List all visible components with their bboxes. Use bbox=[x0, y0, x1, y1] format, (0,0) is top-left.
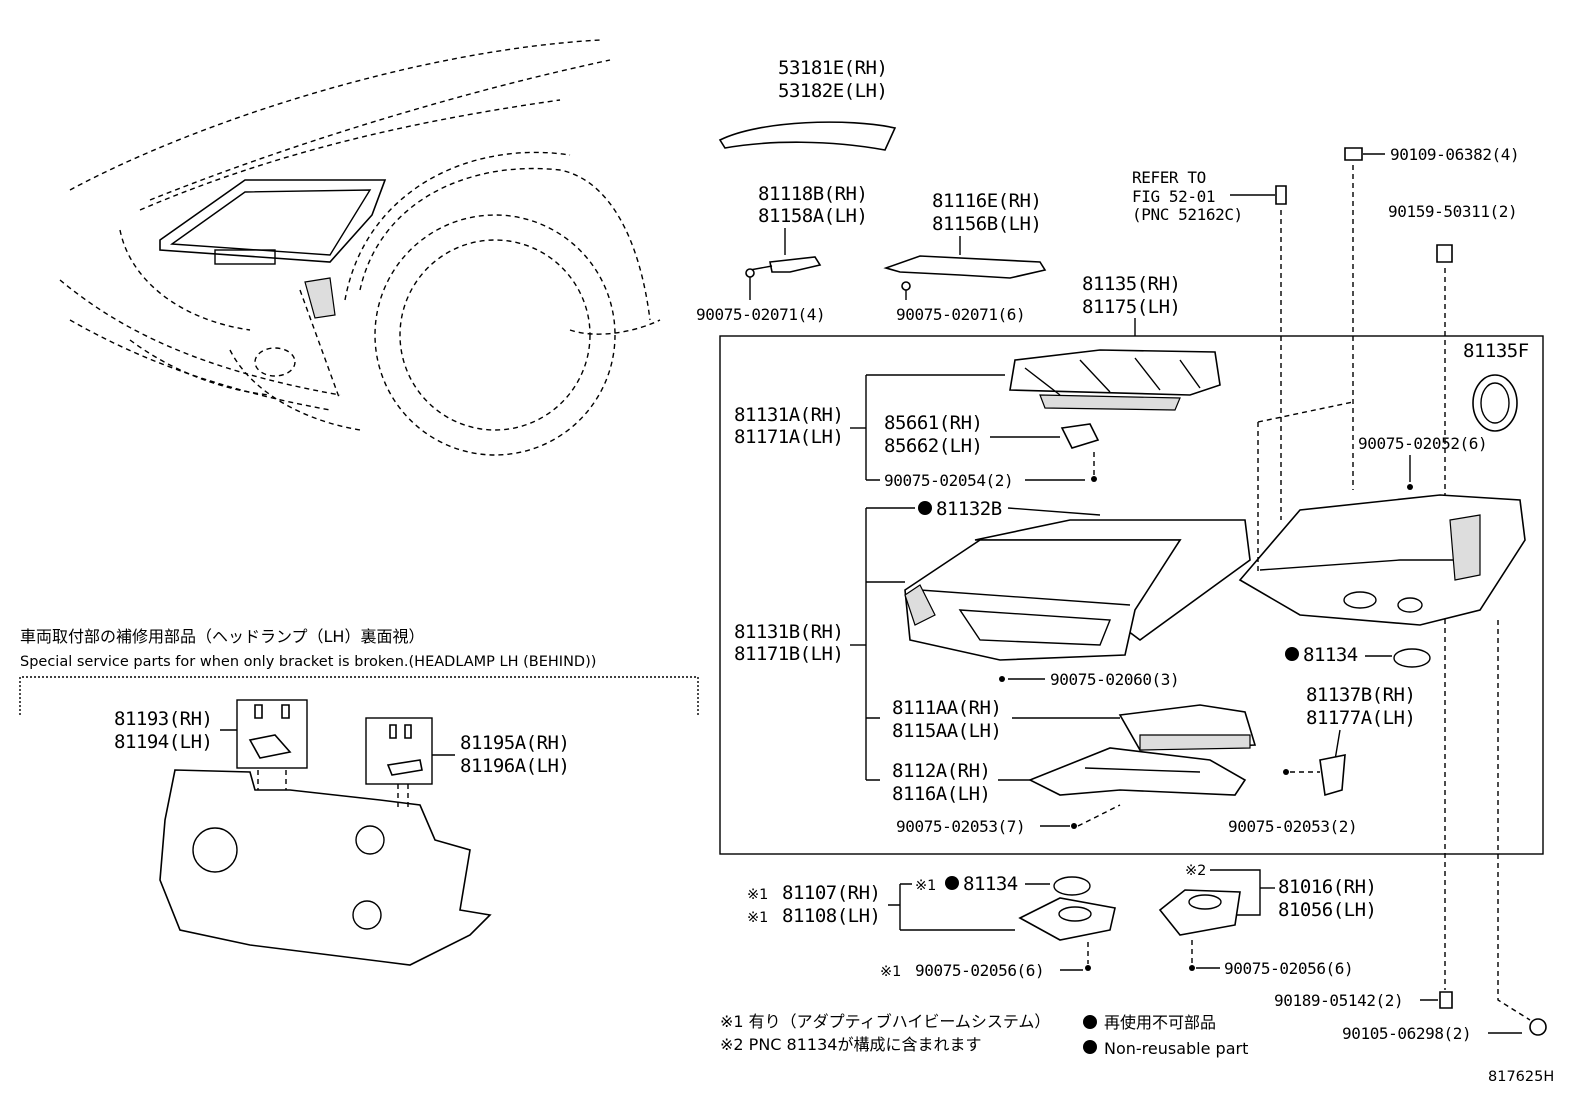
special-title-jp: 車両取付部の補修用部品（ヘッドランプ（LH）裏面視） bbox=[20, 627, 424, 646]
note-1: ※1 有り（アダプティブハイビームシステム） bbox=[720, 1012, 1050, 1031]
refer-line-3: (PNC 52162C) bbox=[1132, 205, 1243, 224]
label-90075-02052: 90075-02052(6) bbox=[1358, 434, 1487, 453]
label-81177a: 81177A(LH) bbox=[1306, 707, 1415, 729]
refer-line-2: FIG 52-01 bbox=[1132, 187, 1215, 206]
label-53182e: 53182E(LH) bbox=[778, 80, 887, 102]
label-90075-02071-4: 90075-02071(4) bbox=[696, 305, 825, 324]
part-53181e-garnish bbox=[718, 121, 897, 151]
label-53181e: 53181E(RH) bbox=[778, 57, 887, 79]
nonreusable-dot-en bbox=[1083, 1040, 1097, 1054]
label-81134: 81134 bbox=[1303, 644, 1358, 666]
part-8112a-clearance-lamp bbox=[1028, 747, 1247, 796]
headlamp-assembly-box bbox=[719, 335, 1544, 855]
label-90105-06298: 90105-06298(2) bbox=[1342, 1024, 1471, 1043]
ref2-mark: ※2 bbox=[1185, 863, 1206, 879]
car-front-illustration bbox=[59, 39, 661, 456]
label-81116e: 81116E(RH) bbox=[932, 190, 1041, 212]
legend-nonreusable-jp: 再使用不可部品 bbox=[1104, 1013, 1216, 1032]
label-90075-02054: 90075-02054(2) bbox=[884, 471, 1013, 490]
label-81171b: 81171B(LH) bbox=[734, 643, 843, 665]
label-81131b: 81131B(RH) bbox=[734, 621, 843, 643]
label-8116a: 8116A(LH) bbox=[892, 783, 990, 805]
label-81158a: 81158A(LH) bbox=[758, 205, 867, 227]
part-81131b-housing bbox=[904, 539, 1182, 661]
special-title-en: Special service parts for when only brac… bbox=[20, 654, 596, 670]
ref1-mark-81134: ※1 bbox=[915, 878, 936, 894]
part-headlamp-rear-housing bbox=[1238, 494, 1526, 626]
label-90075-02053-7: 90075-02053(7) bbox=[896, 817, 1025, 836]
label-90075-02071-6: 90075-02071(6) bbox=[896, 305, 1025, 324]
label-81156b: 81156B(LH) bbox=[932, 213, 1041, 235]
label-81131a: 81131A(RH) bbox=[734, 404, 843, 426]
label-90075-02056-b: 90075-02056(6) bbox=[1224, 959, 1353, 978]
label-81135f: 81135F bbox=[1463, 340, 1529, 362]
label-90189-05142: 90189-05142(2) bbox=[1274, 991, 1403, 1010]
label-90109-06382: 90109-06382(4) bbox=[1390, 145, 1519, 164]
note-2: ※2 PNC 81134が構成に含まれます bbox=[720, 1035, 981, 1054]
label-81194: 81194(LH) bbox=[114, 731, 212, 753]
part-8111aa-led-unit bbox=[1118, 704, 1257, 751]
label-90075-02056-a: 90075-02056(6) bbox=[915, 961, 1044, 980]
label-81016: 81016(RH) bbox=[1278, 876, 1376, 898]
part-81131a-upper-reflector bbox=[1009, 349, 1221, 411]
part-81016-ballast bbox=[1158, 889, 1241, 936]
nonreusable-dot-jp bbox=[1083, 1015, 1097, 1029]
label-90075-02053-2: 90075-02053(2) bbox=[1228, 817, 1357, 836]
ref1-mark-90075-02056: ※1 bbox=[880, 964, 901, 980]
label-81107: 81107(RH) bbox=[782, 882, 880, 904]
refer-line-1: REFER TO bbox=[1132, 168, 1206, 187]
label-81196a: 81196A(LH) bbox=[460, 755, 569, 777]
label-85661: 85661(RH) bbox=[884, 412, 982, 434]
label-90159-50311: 90159-50311(2) bbox=[1388, 202, 1517, 221]
ref1-mark-81107: ※1 bbox=[747, 887, 768, 903]
label-81137b: 81137B(RH) bbox=[1306, 684, 1415, 706]
label-81108: 81108(LH) bbox=[782, 905, 880, 927]
legend-nonreusable-en: Non-reusable part bbox=[1104, 1039, 1248, 1058]
figure-id: 817625H bbox=[1488, 1069, 1554, 1085]
label-81193: 81193(RH) bbox=[114, 708, 212, 730]
label-81134-sub: 81134 bbox=[963, 873, 1018, 895]
label-81132b: 81132B bbox=[936, 498, 1002, 520]
label-81056: 81056(LH) bbox=[1278, 899, 1376, 921]
label-85662: 85662(LH) bbox=[884, 435, 982, 457]
label-81195a: 81195A(RH) bbox=[460, 732, 569, 754]
label-81118b: 81118B(RH) bbox=[758, 183, 867, 205]
label-81135: 81135(RH) bbox=[1082, 273, 1180, 295]
label-8115aa: 8115AA(LH) bbox=[892, 720, 1001, 742]
label-81175: 81175(LH) bbox=[1082, 296, 1180, 318]
label-8112a: 8112A(RH) bbox=[892, 760, 990, 782]
label-8111aa: 8111AA(RH) bbox=[892, 697, 1001, 719]
label-90075-02060: 90075-02060(3) bbox=[1050, 670, 1179, 689]
headlamp-rear-silhouette bbox=[159, 769, 492, 966]
part-81107-ecu bbox=[1018, 897, 1116, 941]
label-81171a: 81171A(LH) bbox=[734, 426, 843, 448]
ref1-mark-81108: ※1 bbox=[747, 910, 768, 926]
